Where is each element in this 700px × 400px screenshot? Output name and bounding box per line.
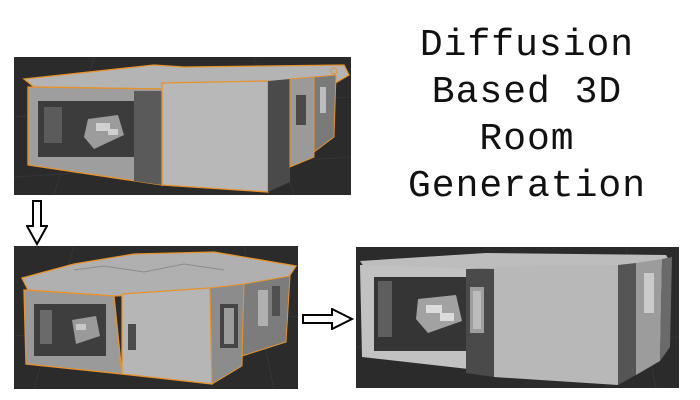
viewport-original-model <box>14 57 351 195</box>
viewport-generated-model <box>356 247 679 388</box>
title-line-2: Based 3D <box>431 71 623 114</box>
arrow-right-icon <box>302 307 355 334</box>
viewport-diffusion-model <box>14 246 298 389</box>
title-line-3: Room <box>479 118 575 161</box>
title-line-1: Diffusion <box>419 24 635 67</box>
room-model-noisy-icon <box>21 251 298 385</box>
figure-title: Diffusion Based 3D Room Generation <box>362 22 692 210</box>
title-line-4: Generation <box>407 165 647 208</box>
room-model-selected-icon <box>22 64 350 193</box>
arrow-down-icon <box>25 200 49 250</box>
room-model-clean-icon <box>360 253 672 385</box>
